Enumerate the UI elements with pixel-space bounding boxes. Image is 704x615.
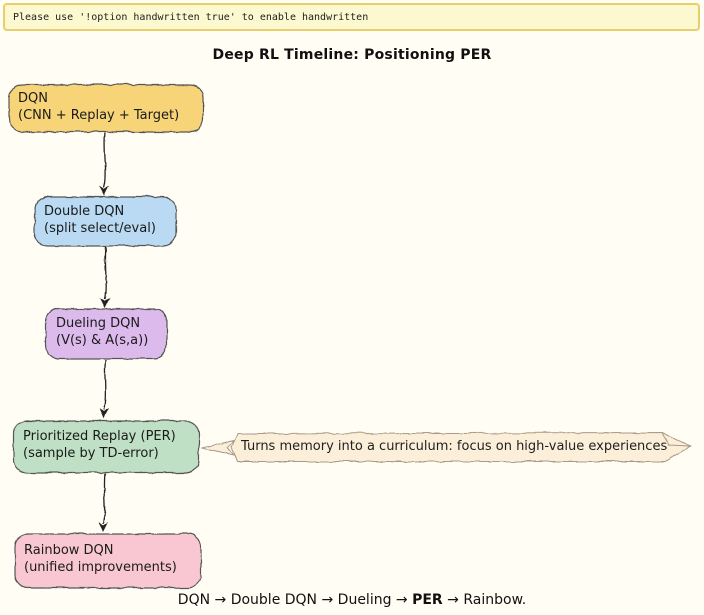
callout-fold-icon (660, 431, 690, 446)
node-rainbow-dqn-line2: (unified improvements) (24, 560, 177, 575)
node-double-dqn-label: Double DQN (split select/eval) (44, 203, 156, 237)
node-per-label: Prioritized Replay (PER) (sample by TD-e… (23, 428, 176, 462)
callout-note-text: Turns memory into a curriculum: focus on… (241, 439, 668, 454)
node-dqn-line1: DQN (18, 91, 48, 106)
caption-suffix: → Rainbow. (442, 592, 527, 608)
node-dueling-dqn-line2: (V(s) & A(s,a)) (56, 333, 149, 348)
flow-edges (102, 131, 106, 524)
node-rainbow-dqn-shape (13, 532, 201, 588)
node-rainbow-dqn-label: Rainbow DQN (unified improvements) (24, 542, 177, 576)
callout-connector (200, 438, 235, 456)
callout-note-shape (229, 431, 692, 462)
node-dqn-shape (7, 83, 204, 132)
node-per-line2: (sample by TD-error) (23, 446, 159, 461)
node-dueling-dqn-label: Dueling DQN (V(s) & A(s,a)) (56, 315, 148, 349)
node-dqn-line2: (CNN + Replay + Target) (18, 108, 180, 123)
notice-banner-text: Please use '!option handwritten true' to… (13, 11, 369, 23)
notice-banner: Please use '!option handwritten true' to… (3, 3, 700, 31)
node-per-line1: Prioritized Replay (PER) (23, 429, 176, 444)
arrowhead-icon (99, 297, 109, 307)
arrowhead-icon (98, 408, 108, 418)
node-dqn-label: DQN (CNN + Replay + Target) (18, 90, 179, 124)
edge-double-to-dueling (103, 245, 106, 300)
node-double-dqn-shape (33, 195, 176, 246)
arrowhead-icon (98, 521, 108, 531)
flow-arrowheads (98, 185, 109, 531)
caption-bold-per: PER (412, 592, 443, 608)
node-dueling-dqn-shape (44, 307, 167, 359)
diagram-title: Deep RL Timeline: Positioning PER (212, 47, 492, 63)
node-double-dqn-line2: (split select/eval) (44, 221, 156, 236)
caption-prefix: DQN → Double DQN → Dueling → (177, 592, 413, 608)
node-double-dqn-line1: Double DQN (44, 204, 125, 219)
edge-per-to-rainbow (102, 472, 105, 524)
edge-dqn-to-double (102, 131, 106, 188)
node-rainbow-dqn-line1: Rainbow DQN (24, 543, 114, 558)
arrowhead-icon (98, 185, 108, 195)
flow-caption: DQN → Double DQN → Dueling → PER → Rainb… (0, 592, 704, 608)
node-dueling-dqn-line1: Dueling DQN (56, 316, 141, 331)
edge-dueling-to-per (102, 358, 106, 411)
node-per-shape (12, 419, 199, 473)
